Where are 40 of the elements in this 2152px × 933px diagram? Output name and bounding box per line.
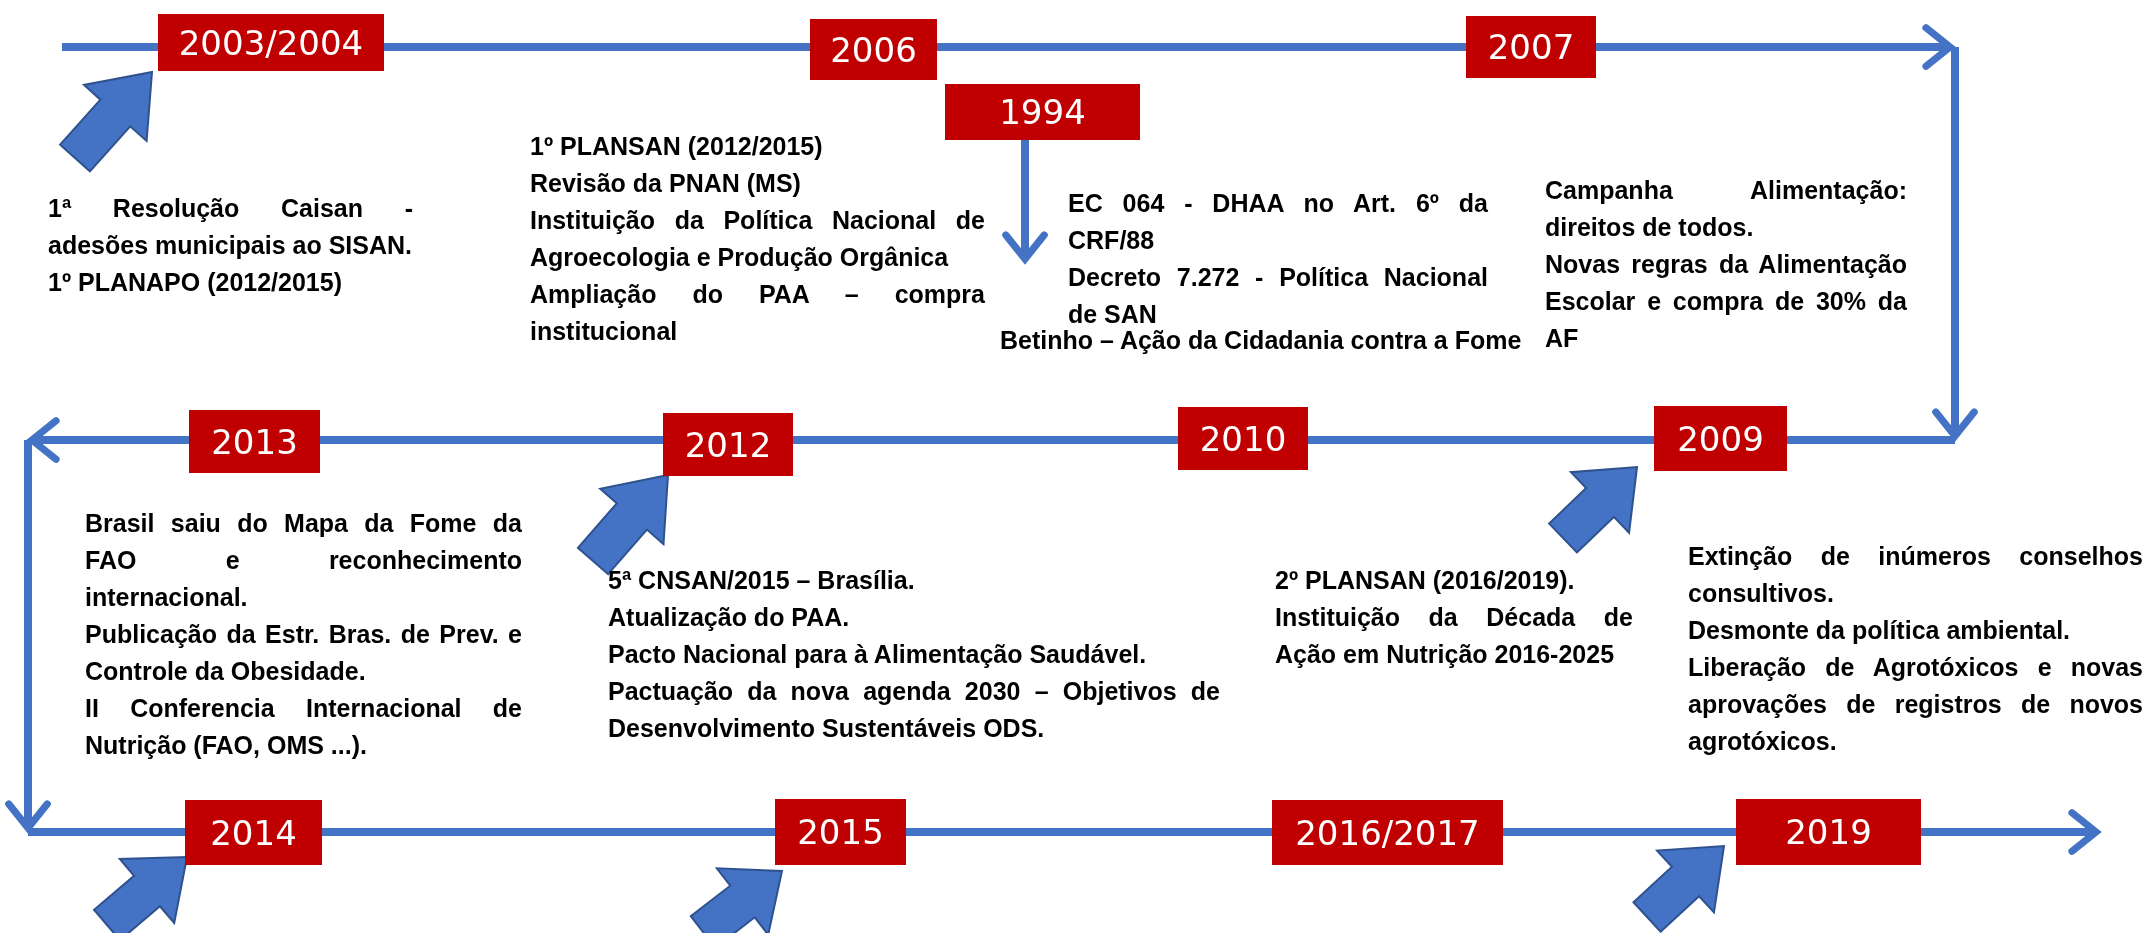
event-text: Instituição da Década de Ação em Nutrição 2016-2025 xyxy=(1275,602,1633,670)
event-text: 5ª CNSAN/2015 – Brasília. xyxy=(608,565,916,596)
event-text: EC 064 - DHAA no Art. 6º da CRF/88 xyxy=(1068,188,1488,256)
year-marker: 1994 xyxy=(945,84,1140,140)
block-arrow xyxy=(689,867,784,933)
year-marker: 2016/2017 xyxy=(1272,800,1503,865)
event-text: Liberação de Agrotóxicos e novas aprovações de registros de novos agrotóxicos. xyxy=(1688,652,2143,757)
event-text: Publicação da Estr. Bras. de Prev. e Controle da Obesidade. xyxy=(85,619,522,687)
block-arrow xyxy=(576,473,670,576)
year-marker: 2014 xyxy=(185,800,322,865)
year-marker: 2003/2004 xyxy=(158,14,384,71)
event-text: Atualização do PAA. xyxy=(608,602,851,633)
event-text: 1º PLANAPO (2012/2015) xyxy=(48,267,343,298)
event-text: 1ª Resolução Caisan - adesões municipais ao SISAN. xyxy=(48,193,413,261)
block-arrow xyxy=(1547,465,1639,554)
year-marker: 2007 xyxy=(1466,16,1596,78)
year-marker: 2015 xyxy=(775,799,906,865)
event-text: Campanha Alimentação: direitos de todos. xyxy=(1545,175,1907,243)
block-arrow xyxy=(1632,844,1726,933)
block-arrow xyxy=(58,70,154,173)
event-text: 2º PLANSAN (2016/2019). xyxy=(1275,565,1576,596)
event-text: Desmonte da política ambiental. xyxy=(1688,615,2072,646)
event-text: Extinção de inúmeros conselhos consultivos. xyxy=(1688,541,2143,609)
year-marker: 2019 xyxy=(1736,799,1921,865)
event-text: Instituição da Política Nacional de Agroecologia e Produção Orgânica xyxy=(530,205,985,273)
year-marker: 2013 xyxy=(189,410,320,473)
year-marker: 2012 xyxy=(663,413,793,476)
event-text: Revisão da PNAN (MS) xyxy=(530,168,802,199)
block-arrow xyxy=(92,855,189,933)
year-marker: 2009 xyxy=(1654,406,1787,471)
year-marker: 2010 xyxy=(1178,407,1308,470)
event-text: Ampliação do PAA – compra institucional xyxy=(530,279,985,347)
event-text: Brasil saiu do Mapa da Fome da FAO e reconhecimento internacional. xyxy=(85,508,522,613)
event-text: Pactuação da nova agenda 2030 – Objetivos de Desenvolvimento Sustentáveis ODS. xyxy=(608,676,1220,744)
year-marker: 2006 xyxy=(810,19,937,80)
event-text: 1º PLANSAN (2012/2015) xyxy=(530,131,824,162)
arrow xyxy=(1002,140,1048,263)
event-text: Pacto Nacional para à Alimentação Saudável. xyxy=(608,639,1148,670)
event-text: Novas regras da Alimentação Escolar e compra de 30% da AF xyxy=(1545,249,1907,354)
event-text: II Conferencia Internacional de Nutrição (FAO, OMS ...). xyxy=(85,693,522,761)
